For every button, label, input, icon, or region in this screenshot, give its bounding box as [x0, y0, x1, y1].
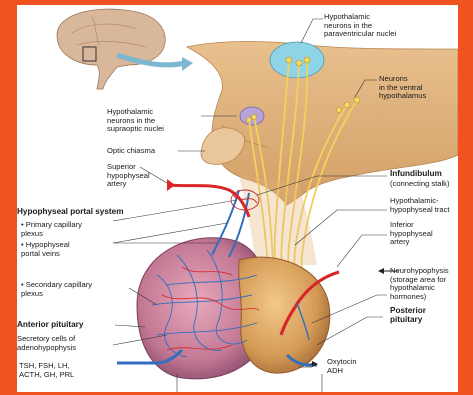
label-neurohypophysis: Neurohypophysis (storage area for hypoth… [390, 267, 449, 301]
label-posterior-pituitary: Posterior pituitary [390, 307, 426, 324]
label-superior-hypophyseal-artery: Superior hypophyseal artery [107, 163, 150, 189]
label-secretory-cells: Secretory cells of adenohypophysis [17, 335, 76, 352]
label-posterior-hormones: Oxytocin ADH [327, 358, 357, 375]
diagram-panel: Hypothalamic neurons in the paraventricu… [17, 5, 458, 392]
label-anterior-pituitary: Anterior pituitary [17, 321, 83, 330]
label-anterior-hormones: TSH, FSH, LH, ACTH, GH, PRL [19, 362, 74, 379]
posterior-pituitary-lobe [239, 257, 330, 373]
label-inferior-hypophyseal-artery: Inferior hypophyseal artery [390, 221, 433, 247]
label-secondary-capillary-plexus: • Secondary capillary plexus [21, 281, 92, 298]
label-hypophyseal-portal-system: Hypophyseal portal system [17, 208, 123, 217]
label-primary-capillary-plexus: • Primary capillary plexus [21, 221, 82, 238]
superior-hypophyseal-artery [169, 185, 249, 217]
label-ventral-hypothalamus-neurons: Neurons in the ventral hypothalamus [379, 75, 426, 101]
label-hypophyseal-portal-veins: • Hypophyseal portal veins [21, 241, 70, 258]
label-infundibulum: Infundibulum [390, 170, 442, 179]
label-paraventricular-nuclei: Hypothalamic neurons in the paraventricu… [324, 13, 396, 39]
brain-thumbnail-icon [57, 9, 165, 89]
label-optic-chiasma: Optic chiasma [107, 147, 155, 156]
label-infundibulum-subtitle: (connecting stalk) [390, 180, 450, 189]
label-hypothalamic-hypophyseal-tract: Hypothalamic- hypophyseal tract [390, 197, 450, 214]
paraventricular-nucleus [270, 42, 324, 78]
label-supraoptic-nuclei: Hypothalamic neurons in the supraoptic n… [107, 108, 164, 134]
